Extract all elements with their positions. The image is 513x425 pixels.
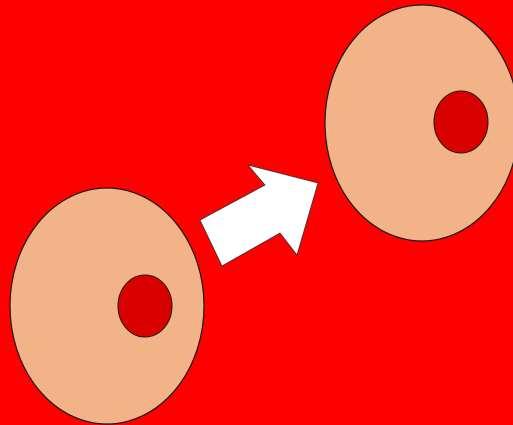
cell-left-nucleus bbox=[118, 275, 172, 337]
cell-right bbox=[325, 5, 513, 241]
cell-left bbox=[10, 188, 204, 424]
cell-right-nucleus bbox=[434, 91, 488, 153]
cell-left-body bbox=[10, 188, 204, 424]
